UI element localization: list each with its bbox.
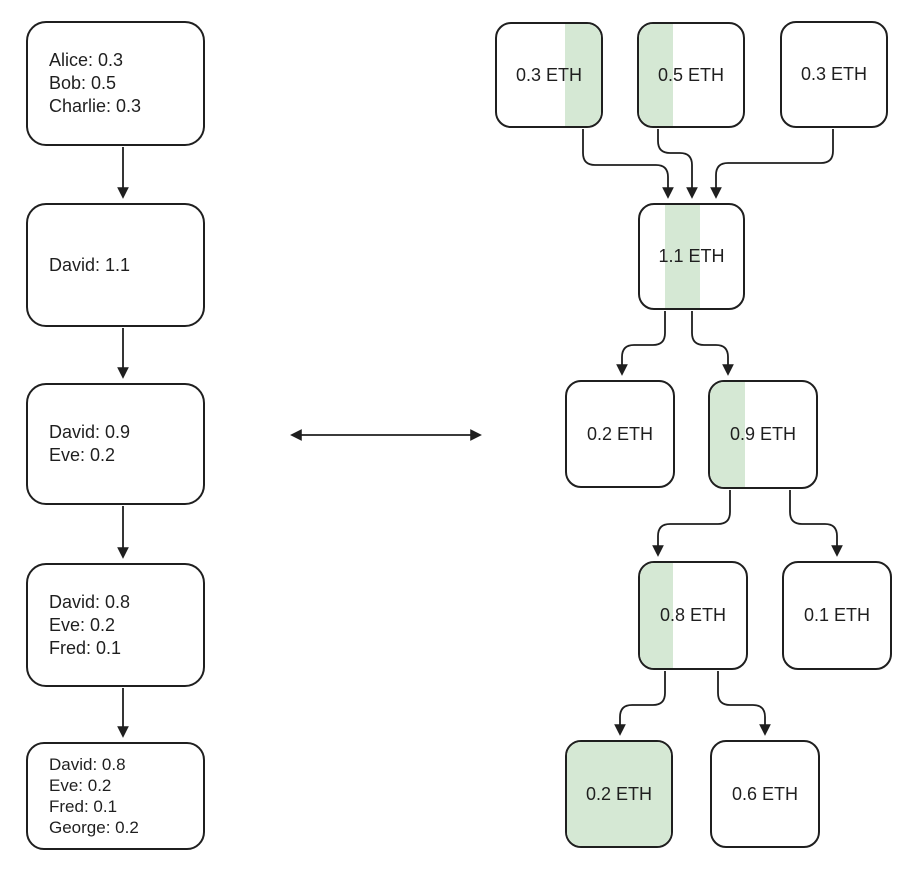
account-state-box-5: David: 0.8 Eve: 0.2 Fred: 0.1 George: 0.…	[26, 742, 205, 850]
utxo-box-06: 0.6 ETH	[710, 740, 820, 848]
utxo-label: 0.3 ETH	[800, 64, 868, 84]
spent-portion-highlight	[639, 24, 674, 126]
utxo-label: 0.2 ETH	[586, 423, 654, 444]
spent-portion-highlight	[664, 205, 700, 308]
account-state-box-2: David: 1.1	[26, 203, 205, 327]
utxo-box-03-a: 0.3 ETH	[495, 22, 603, 128]
utxo-label: 0.6 ETH	[731, 783, 799, 804]
account-state-box-3: David: 0.9 Eve: 0.2	[26, 383, 205, 505]
utxo-box-02-spent: 0.2 ETH	[565, 740, 673, 848]
utxo-label: 0.2 ETH	[585, 783, 653, 804]
utxo-box-03-b: 0.3 ETH	[780, 21, 888, 128]
balance-line: Eve: 0.2	[49, 445, 116, 465]
utxo-label: 0.9 ETH	[729, 424, 797, 444]
utxo-label: 0.5 ETH	[657, 64, 725, 85]
arrow-utxo-03a-to-11	[582, 129, 674, 199]
account-state-box-1: Alice: 0.3 Bob: 0.5 Charlie: 0.3	[26, 21, 205, 146]
arrow-utxo-03b-to-11	[710, 129, 834, 199]
arrow-utxo-05-to-11	[657, 129, 698, 199]
arrow-utxo-11-to-09	[691, 311, 734, 376]
utxo-box-02: 0.2 ETH	[565, 380, 675, 488]
spent-portion-highlight	[640, 563, 673, 668]
utxo-box-01: 0.1 ETH	[782, 561, 892, 670]
balance-line: Bob: 0.5	[49, 73, 117, 93]
balance-line: George: 0.2	[49, 818, 139, 837]
balance-line: David: 0.9	[49, 422, 131, 442]
arrow-utxo-09-to-01	[789, 490, 843, 557]
arrow-utxo-08-to-06	[717, 671, 771, 736]
utxo-label: 0.8 ETH	[659, 605, 727, 625]
arrow-utxo-09-to-08	[652, 490, 731, 557]
utxo-box-11: 1.1 ETH	[638, 203, 745, 310]
balance-line: Alice: 0.3	[49, 50, 124, 70]
arrow-utxo-08-to-02b	[614, 671, 666, 736]
spent-portion-highlight	[710, 382, 745, 487]
utxo-box-09: 0.9 ETH	[708, 380, 818, 489]
spent-portion-highlight	[567, 742, 671, 846]
balance-line: Fred: 0.1	[49, 637, 122, 658]
balance-line: Eve: 0.2	[49, 614, 116, 635]
balance-line: Fred: 0.1	[49, 797, 118, 816]
arrow-utxo-11-to-02	[616, 311, 666, 376]
balance-line: David: 0.8	[49, 755, 126, 774]
utxo-label: 0.1 ETH	[803, 605, 871, 625]
balance-line: David: 1.1	[49, 254, 131, 275]
account-state-box-4: David: 0.8 Eve: 0.2 Fred: 0.1	[26, 563, 205, 687]
utxo-box-05: 0.5 ETH	[637, 22, 745, 128]
spent-portion-highlight	[564, 24, 601, 126]
utxo-label: 1.1 ETH	[658, 246, 725, 266]
utxo-box-08: 0.8 ETH	[638, 561, 748, 670]
utxo-label: 0.3 ETH	[515, 64, 583, 85]
balance-line: Eve: 0.2	[49, 776, 112, 795]
balance-line: David: 0.8	[49, 591, 131, 612]
balance-line: Charlie: 0.3	[49, 96, 142, 116]
